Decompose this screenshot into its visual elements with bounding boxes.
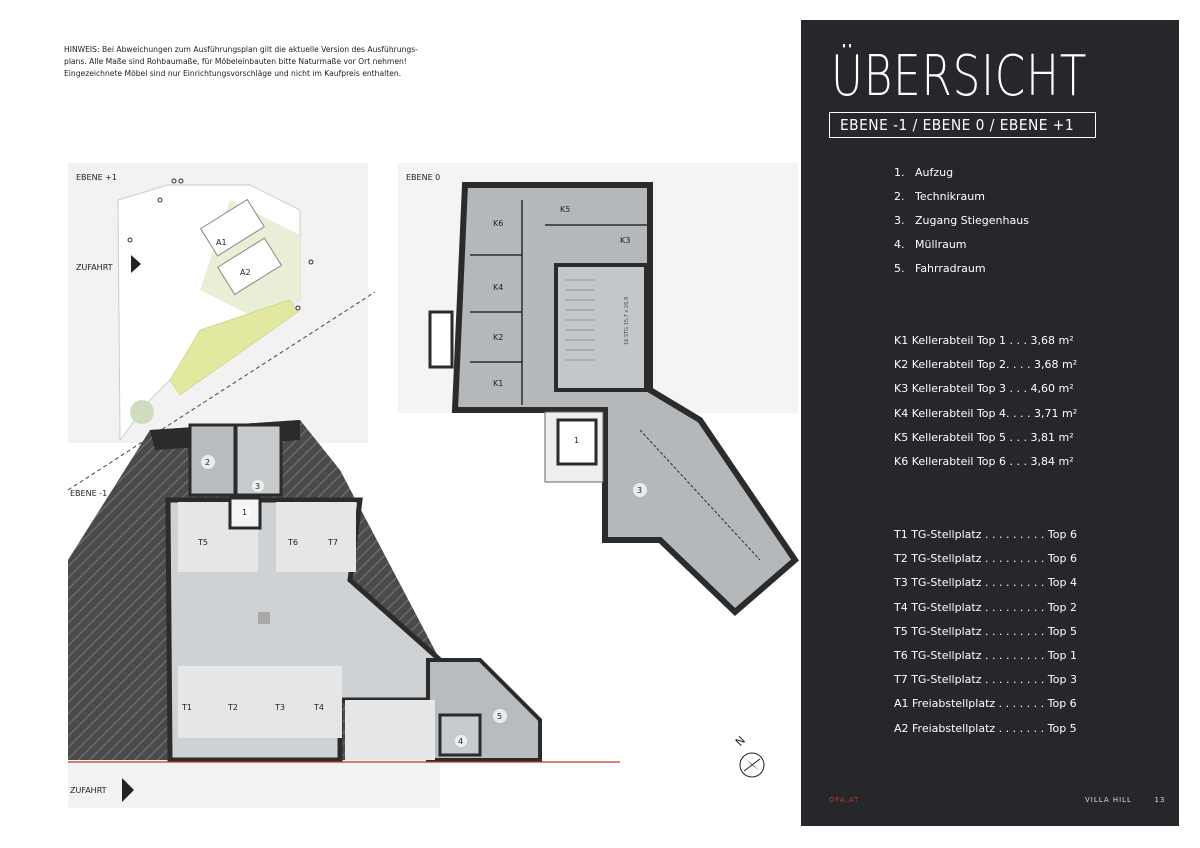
levels-box: EBENE -1 / EBENE 0 / EBENE +1 (829, 112, 1096, 138)
footer-brand-page: VILLA HILL 13 (1085, 796, 1166, 804)
room-3-upper-label: 3 (637, 486, 642, 495)
room-2-label: 2 (205, 458, 210, 467)
parking-item: A1 Freiabstellplatz . . . . . . . Top 6 (894, 697, 1077, 711)
access-bottom-label: ZUFAHRT (70, 786, 107, 795)
legend-item: 4.Müllraum (894, 238, 967, 251)
legend-item: 5.Fahrradraum (894, 262, 986, 275)
storage-list: K1 Kellerabteil Top 1 . . . 3,68 m² K2 K… (894, 334, 1077, 479)
label-k5: K5 (560, 205, 570, 214)
level-0-label: EBENE 0 (406, 173, 440, 182)
floor-plans: EBENE +1 ZUFAHRT A1 A2 EBENE -1 ZUFAHRT … (67, 163, 799, 808)
label-t5: T5 (197, 538, 208, 547)
parking-item: T1 TG-Stellplatz . . . . . . . . . Top 6 (894, 528, 1077, 541)
label-k2: K2 (493, 333, 503, 342)
parking-item: T4 TG-Stellplatz . . . . . . . . . Top 2 (894, 600, 1077, 614)
parking-item: T2 TG-Stellplatz . . . . . . . . . Top 6 (894, 552, 1077, 566)
storage-item: K6 Kellerabteil Top 6 . . . 3,84 m² (894, 454, 1074, 468)
level-minus1-plan (68, 420, 620, 808)
level-divider (67, 291, 376, 491)
access-top-arrow-icon (131, 255, 141, 273)
north-label: N (733, 734, 748, 749)
level-plus1-label: EBENE +1 (76, 173, 117, 182)
page-title: ÜBERSICHT (831, 44, 1088, 109)
level-minus1-labels: 2 3 1 5 4 T5 T6 T7 T1 T2 T3 T4 (181, 455, 507, 747)
room-5-label: 5 (497, 712, 502, 721)
parking-item: T7 TG-Stellplatz . . . . . . . . . Top 3 (894, 673, 1077, 687)
access-top-label: ZUFAHRT (76, 263, 113, 272)
storage-item: K2 Kellerabteil Top 2. . . . 3,68 m² (894, 358, 1078, 372)
label-t1: T1 (181, 703, 192, 712)
parking-item: T6 TG-Stellplatz . . . . . . . . . Top 1 (894, 648, 1077, 662)
label-k1: K1 (493, 379, 503, 388)
storage-item: K1 Kellerabteil Top 1 . . . 3,68 m² (894, 334, 1074, 347)
parking-item: T3 TG-Stellplatz . . . . . . . . . Top 4 (894, 576, 1077, 590)
legend-item: 3.Zugang Stiegenhaus (894, 214, 1029, 227)
access-bottom-arrow-icon (122, 778, 134, 802)
level-minus1-label: EBENE -1 (70, 489, 107, 498)
storage-item: K3 Kellerabteil Top 3 . . . 4,60 m² (894, 382, 1074, 396)
label-t6: T6 (287, 538, 298, 547)
label-k6: K6 (493, 219, 503, 228)
label-k3: K3 (620, 236, 630, 245)
label-t7: T7 (327, 538, 338, 547)
label-k4: K4 (493, 283, 503, 292)
label-a1: A1 (216, 238, 227, 247)
storage-item: K5 Kellerabteil Top 5 . . . 3,81 m² (894, 430, 1074, 444)
room-3-lower-label: 3 (255, 482, 260, 491)
level-plus1-plan (68, 163, 368, 443)
label-t3: T3 (274, 703, 285, 712)
parking-item: T5 TG-Stellplatz . . . . . . . . . Top 5 (894, 624, 1077, 638)
notice-text: HINWEIS: Bei Abweichungen zum Ausführung… (64, 45, 418, 78)
room-1-lower-label: 1 (242, 508, 247, 517)
level-0-labels: K6 K5 K3 K4 K2 K1 1 3 (493, 205, 647, 497)
stair-note: 16 STG 15,7 x 26,9 (624, 297, 630, 345)
levels-subtitle: EBENE -1 / EBENE 0 / EBENE +1 (840, 116, 1075, 134)
level-0-plan (398, 163, 799, 617)
room-4-label: 4 (458, 737, 463, 746)
room-legend: 1.Aufzug 2.Technikraum 3.Zugang Stiegenh… (894, 166, 1029, 286)
label-t4: T4 (313, 703, 324, 712)
label-t2: T2 (227, 703, 238, 712)
storage-item: K4 Kellerabteil Top 4. . . . 3,71 m² (894, 406, 1078, 420)
legend-item: 2.Technikraum (894, 190, 985, 203)
legend-item: 1.Aufzug (894, 166, 954, 179)
north-compass-icon (739, 752, 765, 778)
room-1-upper-label: 1 (574, 436, 579, 445)
overview-panel: ÜBERSICHT EBENE -1 / EBENE 0 / EBENE +1 … (801, 20, 1179, 826)
parking-item: A2 Freiabstellplatz . . . . . . . Top 5 (894, 721, 1077, 735)
parking-list: T1 TG-Stellplatz . . . . . . . . . Top 6… (894, 528, 1077, 746)
footer-website: OFA.AT (829, 796, 860, 804)
label-a2: A2 (240, 268, 251, 277)
